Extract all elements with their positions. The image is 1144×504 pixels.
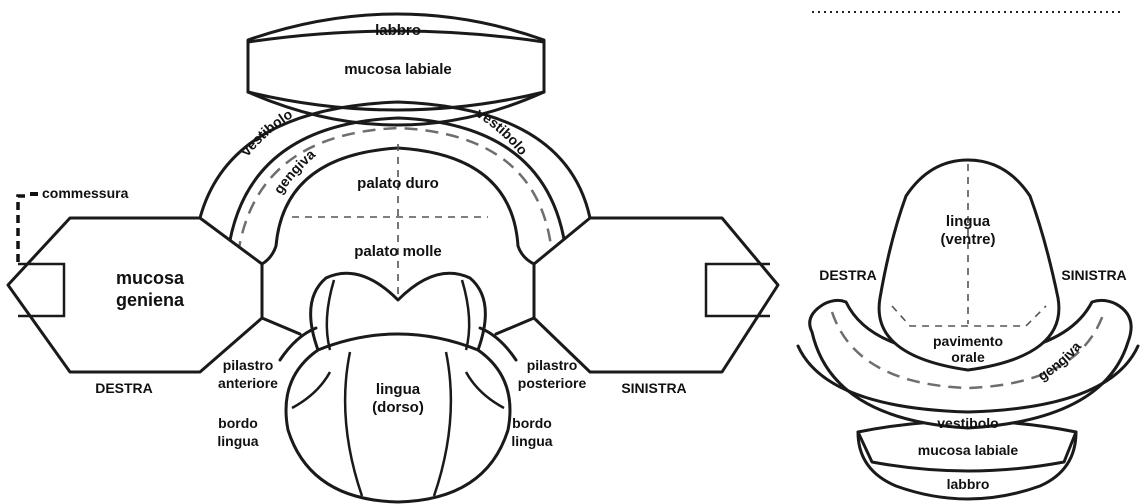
label-vestibolo-right-diagram: vestibolo [937,415,998,431]
label-bordo-lingua-left-2: lingua [217,433,258,449]
label-destra-right: DESTRA [819,267,877,283]
label-bordo-lingua-right-2: lingua [511,433,552,449]
right-cheek-mucosa [534,218,778,372]
label-mucosa-labiale: mucosa labiale [344,61,452,78]
pillar-right-edge [496,318,534,334]
label-sinistra-right: SINISTRA [1061,267,1126,283]
label-destra-left: DESTRA [95,380,153,396]
label-palato-molle: palato molle [354,243,442,260]
label-labbro: labbro [375,22,421,39]
label-pavimento-2: orale [951,349,985,365]
label-bordo-lingua-right-1: bordo [512,415,552,431]
label-labbro-right: labbro [947,476,990,492]
commissure-marker [18,196,30,262]
label-commessura: commessura [42,185,129,201]
label-lingua-dorso-2: (dorso) [372,399,424,416]
right-oral-floor-diagram: lingua (ventre) DESTRA SINISTRA paviment… [798,12,1138,499]
label-palato-duro: palato duro [357,175,439,192]
label-mucosa-geniena-1: mucosa [116,268,185,288]
label-bordo-lingua-left-1: bordo [218,415,258,431]
label-pilastro-posteriore-2: posteriore [518,375,587,391]
label-pilastro-anteriore-1: pilastro [223,357,274,373]
left-oral-cavity-diagram: labbro mucosa labiale vestibolo vestibol… [8,14,778,502]
label-pilastro-anteriore-2: anteriore [218,375,278,391]
label-mucosa-geniena-2: geniena [116,290,185,310]
label-mucosa-labiale-right: mucosa labiale [918,442,1019,458]
label-lingua-ventre-2: (ventre) [940,231,995,248]
label-lingua-dorso-1: lingua [376,381,421,398]
pillar-left-edge [262,318,300,334]
label-lingua-ventre-1: lingua [946,213,991,230]
label-pilastro-posteriore-1: pilastro [527,357,578,373]
label-pavimento-1: pavimento [933,333,1003,349]
label-sinistra-left: SINISTRA [621,380,686,396]
